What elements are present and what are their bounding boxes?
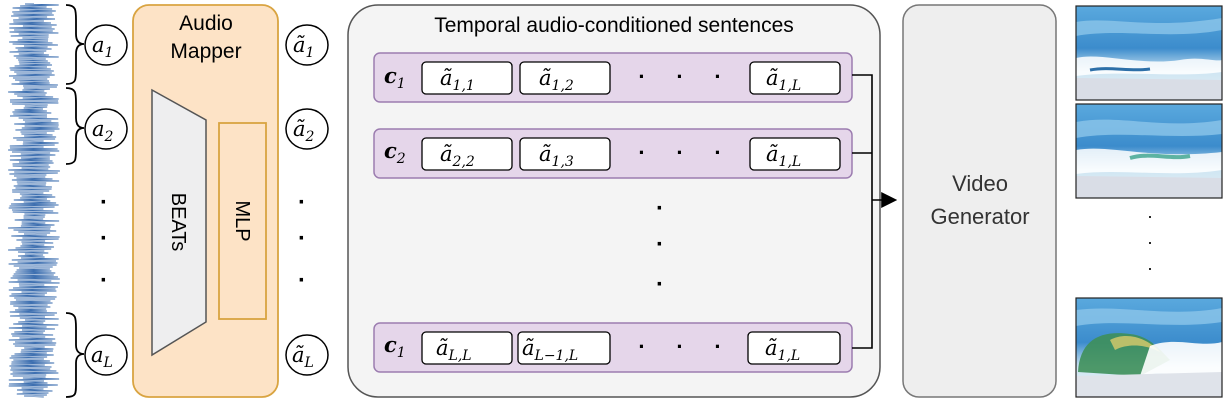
token-1-1: ã1,1 <box>440 66 475 94</box>
mapped-ellipsis: · · · <box>298 189 306 294</box>
svg-text:·: · <box>1147 232 1153 252</box>
svg-text:·: · <box>1147 258 1153 278</box>
token-1-2: ã1,2 <box>539 66 574 94</box>
row-2-ellipsis: · · · <box>638 140 721 165</box>
svg-text:·: · <box>676 334 683 359</box>
svg-text:a1: a1 <box>92 33 113 61</box>
svg-text:·: · <box>714 334 721 359</box>
video-frame-L <box>1076 298 1222 397</box>
frames-ellipsis: · · · <box>1147 206 1153 278</box>
video-generator: Video Generator <box>902 4 1057 398</box>
token-2-L: ã1,L <box>766 142 801 170</box>
svg-text:·: · <box>656 271 664 298</box>
generator-label-line1: Video <box>952 171 1008 196</box>
beats-label: BEATs <box>167 193 189 252</box>
segment-node-1: a1 <box>84 24 128 66</box>
svg-text:ã1: ã1 <box>293 33 314 61</box>
svg-text:c1: c1 <box>384 63 406 92</box>
mapper-title-line2: Mapper <box>170 40 241 63</box>
mapped-node-L: ãL <box>285 334 329 376</box>
token-1-L: ã1,L <box>766 66 801 94</box>
token-2-2: ã1,3 <box>539 142 574 170</box>
token-L-1: ãL,L <box>436 336 472 364</box>
mapper-title-line1: Audio <box>179 12 233 35</box>
sentence-row-L: c1 ãL,L ãL−1,L · · · ã1,L <box>373 322 853 373</box>
svg-text:·: · <box>100 267 108 294</box>
output-frames: · · · <box>1075 5 1223 398</box>
audio-mapper: Audio Mapper BEATs MLP <box>132 4 279 398</box>
svg-text:aL: aL <box>91 343 113 371</box>
video-frame-2 <box>1076 104 1222 198</box>
segment-node-2: a2 <box>84 108 128 150</box>
token-L-2: ãL−1,L <box>522 336 578 364</box>
sentences-title: Temporal audio-conditioned sentences <box>434 14 794 37</box>
mapped-node-2: ã2 <box>285 108 329 150</box>
svg-text:·: · <box>676 140 683 165</box>
segment-node-L: aL <box>84 334 128 376</box>
mlp-block <box>218 122 267 320</box>
svg-text:·: · <box>298 267 306 294</box>
svg-text:·: · <box>676 64 683 89</box>
svg-text:ã2: ã2 <box>293 117 315 145</box>
sentence-row-2: c2 ã2,2 ã1,3 · · · ã1,L <box>373 128 853 179</box>
rows-ellipsis: · · · <box>656 195 664 298</box>
svg-text:·: · <box>638 334 645 359</box>
svg-text:c1: c1 <box>384 332 406 361</box>
svg-text:ãL: ãL <box>292 343 314 371</box>
brace-segment-2 <box>65 87 85 165</box>
row-L-ellipsis: · · · <box>638 334 721 359</box>
row-connectors <box>852 74 898 349</box>
svg-text:·: · <box>656 231 664 258</box>
svg-text:·: · <box>714 64 721 89</box>
generator-label-line2: Generator <box>930 204 1029 229</box>
beats-encoder <box>151 88 207 357</box>
token-L-L: ã1,L <box>765 336 800 364</box>
svg-text:·: · <box>638 140 645 165</box>
svg-text:·: · <box>298 189 306 216</box>
token-2-1: ã2,2 <box>440 142 475 170</box>
svg-text:·: · <box>638 64 645 89</box>
brace-segment-L <box>65 312 85 398</box>
row-1-ellipsis: · · · <box>638 64 721 89</box>
audio-segment-nodes: a1 a2 aL <box>84 24 128 376</box>
segment-braces <box>65 4 85 398</box>
svg-text:c2: c2 <box>384 138 406 167</box>
sentence-row-1: c1 ã1,1 ã1,2 · · · ã1,L <box>373 52 853 103</box>
brace-segment-1 <box>65 4 85 85</box>
svg-text:·: · <box>100 225 108 252</box>
mlp-label: MLP <box>231 200 253 241</box>
waveform-trace <box>8 3 60 398</box>
svg-text:·: · <box>298 225 306 252</box>
svg-text:·: · <box>1147 206 1153 226</box>
mapped-node-1: ã1 <box>285 24 329 66</box>
mapped-token-nodes: ã1 ã2 ãL <box>285 24 329 376</box>
svg-text:·: · <box>656 195 664 222</box>
segment-ellipsis: · · · <box>100 189 108 294</box>
svg-text:a2: a2 <box>92 117 114 145</box>
sentences-panel: Temporal audio-conditioned sentences c1 … <box>347 4 881 398</box>
svg-text:·: · <box>100 189 108 216</box>
video-frame-1 <box>1076 6 1222 100</box>
audio-waveform <box>6 3 62 398</box>
svg-text:·: · <box>714 140 721 165</box>
